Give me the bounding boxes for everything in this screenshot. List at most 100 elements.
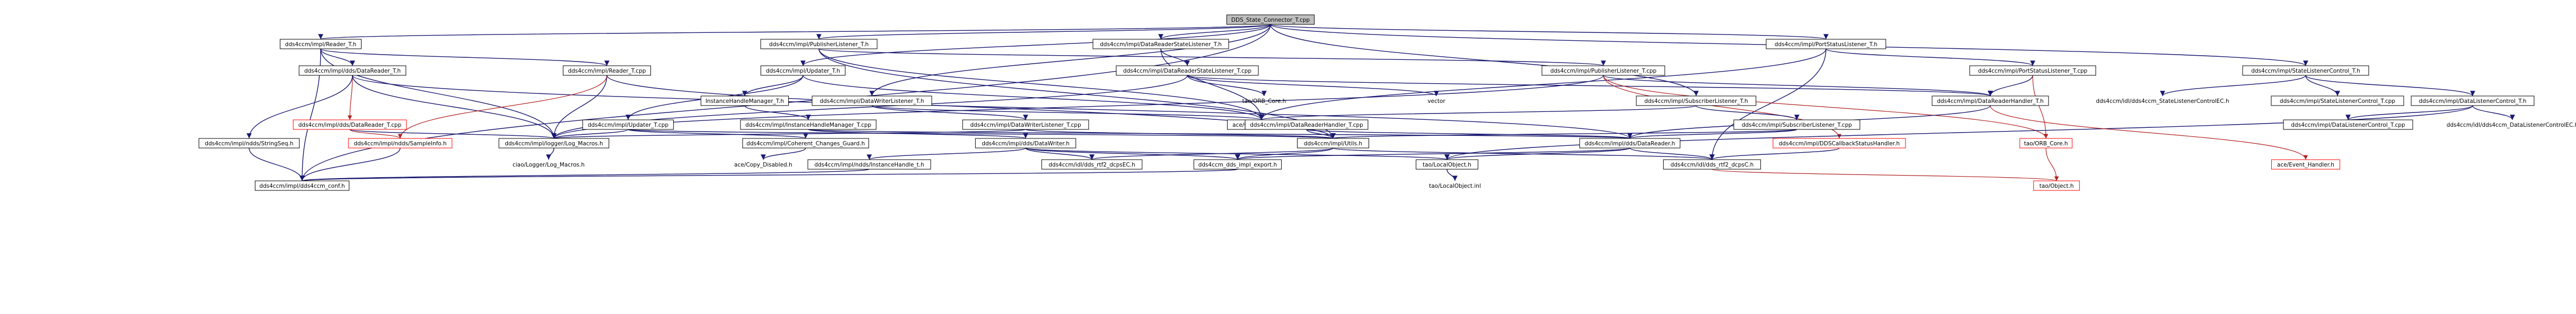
graph-node[interactable]: dds4ccm/impl/DDSCallbackStatusHandler.h — [1772, 138, 1906, 149]
node-box — [1116, 65, 1259, 76]
graph-node[interactable]: dds4ccm/impl/DataListenerControl_T.h — [2411, 95, 2535, 106]
graph-node[interactable]: dds4ccm_dds_impl_export.h — [1193, 159, 1282, 170]
dependency-edge — [1990, 105, 2308, 160]
dependency-edge — [1158, 24, 1271, 40]
graph-node: tao/LocalObject.inl — [1429, 183, 1481, 189]
node-box — [2242, 65, 2369, 76]
node-label: dds4ccm/impl/ndds/SampleInfo.h — [354, 141, 446, 147]
dependency-edge — [1025, 147, 1450, 160]
node-label: dds4ccm/idl/dds4ccm_DataListenerControlE… — [2447, 122, 2576, 128]
graph-node: ciao/Logger/Log_Macros.h — [513, 162, 585, 168]
dependency-edge — [546, 147, 554, 160]
node-box — [1245, 119, 1369, 130]
node-label: tao/LocalObject.h — [1423, 162, 1471, 168]
graph-node[interactable]: dds4ccm/impl/StateListenerControl_T.h — [2242, 65, 2369, 76]
graph-node[interactable]: dds4ccm/impl/PublisherListener_T.cpp — [1541, 65, 1665, 76]
graph-node[interactable]: dds4ccm/impl/dds/DataWriter.h — [975, 138, 1077, 149]
graph-node[interactable]: tao/LocalObject.h — [1416, 159, 1478, 170]
dependency-edge — [2045, 147, 2059, 181]
dependency-edge — [808, 129, 1028, 139]
graph-node[interactable]: dds4ccm/impl/DataListenerControl_T.cpp — [2283, 119, 2413, 130]
dependency-edge — [1988, 75, 2033, 97]
node-box — [1579, 138, 1681, 149]
node-box — [2283, 119, 2413, 130]
node-label: dds4ccm/impl/dds/DataReader_T.h — [304, 68, 401, 74]
graph-node[interactable]: dds4ccm/impl/Coherent_Changes_Guard.h — [742, 138, 869, 149]
node-label: dds4ccm/impl/Reader_T.cpp — [568, 68, 646, 74]
graph-node[interactable]: dds4ccm/impl/DataReaderHandler_T.h — [1931, 95, 2049, 106]
graph-node[interactable]: dds4ccm/impl/Reader_T.h — [279, 39, 362, 49]
graph-node[interactable]: dds4ccm/impl/PortStatusListener_T.h — [1766, 39, 1886, 49]
graph-node[interactable]: dds4ccm/impl/PublisherListener_T.h — [760, 39, 878, 49]
dependency-edge — [2305, 75, 2475, 97]
node-box — [742, 138, 869, 149]
graph-node[interactable]: tao/ORB_Core.h — [2019, 138, 2072, 149]
node-box — [1416, 159, 1478, 170]
node-box — [562, 65, 651, 76]
graph-node[interactable]: dds4ccm/impl/DataReaderStateListener_T.h — [1092, 39, 1229, 49]
graph-node[interactable]: dds4ccm/impl/ndds/SampleInfo.h — [348, 138, 453, 149]
dependency-edge — [1235, 147, 1334, 160]
node-label: dds4ccm/impl/DataWriterListener_T.h — [820, 98, 924, 104]
node-label: dds4ccm/impl/Reader_T.h — [285, 41, 357, 48]
graph-node[interactable]: dds4ccm/impl/ndds/InstanceHandle_t.h — [807, 159, 931, 170]
dependency-edge — [349, 129, 557, 139]
graph-node[interactable]: dds4ccm/impl/logger/Log_Macros.h — [498, 138, 610, 149]
graph-node: vector — [1427, 98, 1445, 104]
node-label: vector — [1427, 98, 1445, 104]
node-label: dds4ccm/impl/PortStatusListener_T.cpp — [1978, 68, 2088, 74]
graph-node[interactable]: dds4ccm/impl/SubscriberListener_T.cpp — [1733, 119, 1860, 130]
node-label: dds4ccm/impl/DataListenerControl_T.cpp — [2291, 122, 2405, 128]
node-box — [760, 65, 846, 76]
graph-node[interactable]: ace/Event_Handler.h — [2271, 159, 2340, 170]
dependency-edge — [869, 24, 1271, 97]
graph-node[interactable]: tao/Object.h — [2033, 180, 2080, 191]
graph-node[interactable]: dds4ccm/impl/Updater_T.h — [760, 65, 846, 76]
graph-node[interactable]: dds4ccm/impl/Reader_T.cpp — [562, 65, 651, 76]
node-box — [1931, 95, 2049, 106]
graph-node[interactable]: InstanceHandleManager_T.h — [700, 95, 789, 106]
dependency-edge — [1696, 105, 1799, 120]
dependency-edge — [2472, 105, 2515, 120]
dependency-edge — [2345, 105, 2473, 120]
graph-node[interactable]: dds4ccm/impl/dds4ccm_conf.h — [254, 180, 350, 191]
node-label: ace/Event_Handler.h — [2277, 162, 2334, 168]
node-box — [1092, 39, 1229, 49]
node-box — [1766, 39, 1886, 49]
graph-node[interactable]: dds4ccm/impl/SubscriberListener_T.h — [1636, 95, 1757, 106]
node-box — [582, 119, 674, 130]
node-label: dds4ccm_dds_impl_export.h — [1198, 162, 1277, 168]
node-label: dds4ccm/impl/dds4ccm_conf.h — [259, 183, 345, 189]
dependency-edge — [319, 24, 1271, 40]
graph-node[interactable]: dds4ccm/impl/Utils.h — [1297, 138, 1369, 149]
graph-node[interactable]: dds4ccm/impl/dds/DataReader_T.h — [298, 65, 407, 76]
graph-node[interactable]: dds4ccm/impl/DataWriterListener_T.cpp — [962, 119, 1089, 130]
graph-node[interactable]: dds4ccm/impl/StateListenerControl_T.cpp — [2271, 95, 2404, 106]
node-label: dds4ccm/impl/DataListenerControl_T.h — [2419, 98, 2527, 104]
node-label: tao/ORB_Core.h — [1242, 98, 1286, 104]
node-label: tao/LocalObject.inl — [1429, 183, 1481, 189]
dependency-edge — [808, 129, 1632, 139]
graph-node[interactable]: dds4ccm/idl/dds_rtf2_dcpsEC.h — [1041, 159, 1143, 170]
node-label: dds4ccm/impl/PublisherListener_T.cpp — [1550, 68, 1657, 74]
node-box — [198, 138, 300, 149]
graph-node[interactable]: dds4ccm/idl/dds_rtf2_dcpsC.h — [1663, 159, 1761, 170]
graph-node[interactable]: dds4ccm/impl/dds/DataReader.h — [1579, 138, 1681, 149]
dependency-edge — [1259, 105, 1697, 120]
graph-node[interactable]: dds4ccm/impl/ndds/StringSeq.h — [198, 138, 300, 149]
graph-node[interactable]: dds4ccm/impl/InstanceHandleManager_T.cpp — [740, 119, 877, 130]
graph-node[interactable]: dds4ccm/impl/DataReaderHandler_T.cpp — [1245, 119, 1369, 130]
dependency-edge — [1187, 75, 1439, 97]
node-box — [1541, 65, 1665, 76]
graph-node[interactable]: DDS_State_Connector_T.cpp — [1226, 14, 1315, 25]
graph-node[interactable]: dds4ccm/impl/dds/DataReader_T.cpp — [293, 119, 407, 130]
graph-node[interactable]: dds4ccm/impl/PortStatusListener_T.cpp — [1969, 65, 2096, 76]
node-label: dds4ccm/impl/InstanceHandleManager_T.cpp — [745, 122, 871, 128]
node-box — [2033, 180, 2080, 191]
graph-node: tao/ORB_Core.h — [1242, 98, 1286, 104]
graph-node[interactable]: dds4ccm/impl/Updater_T.cpp — [582, 119, 674, 130]
dependency-edge — [300, 169, 1238, 181]
dependency-edge — [1444, 105, 2473, 160]
graph-node[interactable]: dds4ccm/impl/DataReaderStateListener_T.c… — [1116, 65, 1259, 76]
graph-node[interactable]: dds4ccm/impl/DataWriterListener_T.h — [811, 95, 932, 106]
